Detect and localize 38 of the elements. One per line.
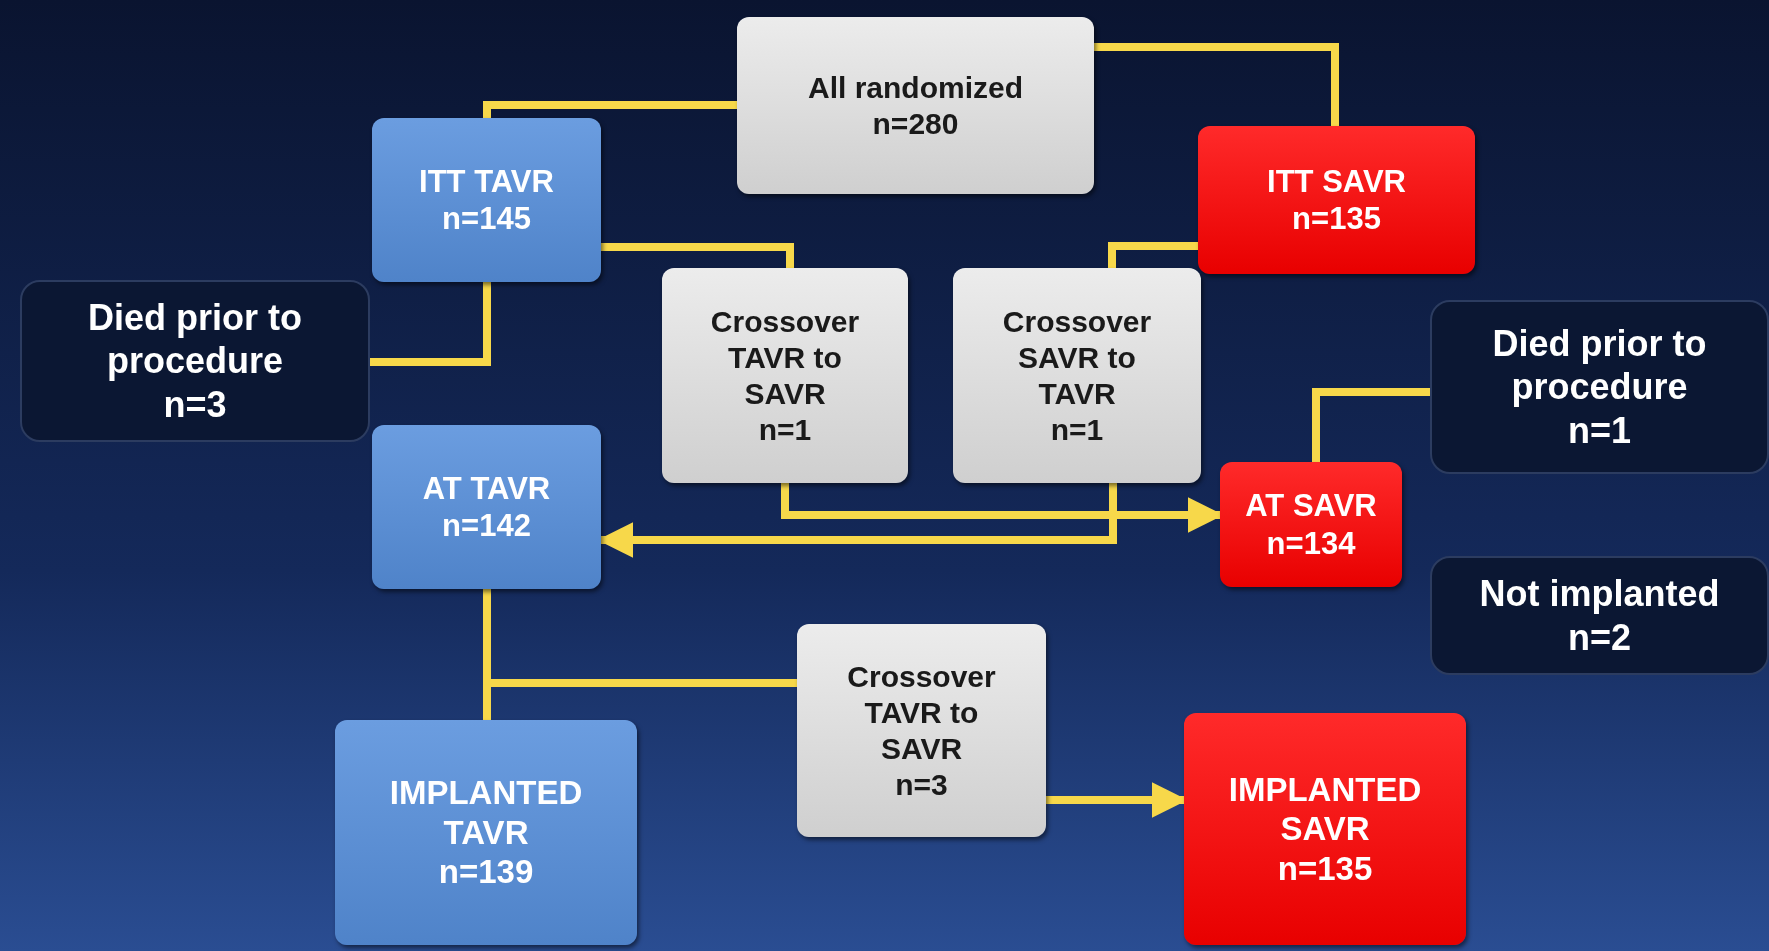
crossover-box bbox=[737, 17, 1094, 194]
count-label: n=1 bbox=[1567, 408, 1631, 452]
group-label: Not implanted bbox=[1479, 572, 1720, 616]
crossover-box bbox=[662, 268, 908, 483]
connector-line bbox=[1312, 388, 1430, 462]
exclusion-box bbox=[1430, 300, 1769, 474]
connector-line bbox=[1094, 43, 1339, 126]
tavr-group-box bbox=[372, 425, 601, 589]
count-label: n=1 bbox=[758, 411, 812, 448]
count-label: n=142 bbox=[442, 507, 531, 545]
savr-group-box bbox=[1220, 462, 1402, 587]
group-label: AT TAVR bbox=[422, 469, 551, 507]
crossover-box bbox=[797, 624, 1046, 837]
connector-line bbox=[370, 282, 491, 366]
crossover-box bbox=[953, 268, 1201, 483]
exclusion-box bbox=[20, 280, 370, 442]
count-label: n=139 bbox=[438, 852, 534, 892]
group-label: ITT SAVR bbox=[1267, 162, 1406, 200]
savr-group-box bbox=[1184, 713, 1466, 945]
count-label: n=2 bbox=[1567, 615, 1631, 659]
count-label: n=1 bbox=[1050, 411, 1104, 448]
connector-line bbox=[483, 101, 737, 118]
group-label: AT SAVR bbox=[1245, 487, 1377, 525]
count-label: n=134 bbox=[1266, 524, 1356, 562]
count-label: n=280 bbox=[872, 105, 959, 142]
tavr-group-box bbox=[372, 118, 601, 282]
tavr-group-box bbox=[335, 720, 637, 945]
count-label: n=3 bbox=[895, 766, 948, 803]
count-label: n=3 bbox=[163, 382, 227, 426]
connector-line bbox=[601, 243, 794, 268]
exclusion-box bbox=[1430, 556, 1769, 675]
group-label: All randomized bbox=[808, 69, 1023, 106]
count-label: n=145 bbox=[442, 200, 531, 238]
group-label: ITT TAVR bbox=[419, 162, 554, 200]
count-label: n=135 bbox=[1277, 848, 1373, 889]
savr-group-box bbox=[1198, 126, 1475, 274]
count-label: n=135 bbox=[1292, 200, 1381, 238]
connector-line bbox=[1108, 242, 1198, 268]
